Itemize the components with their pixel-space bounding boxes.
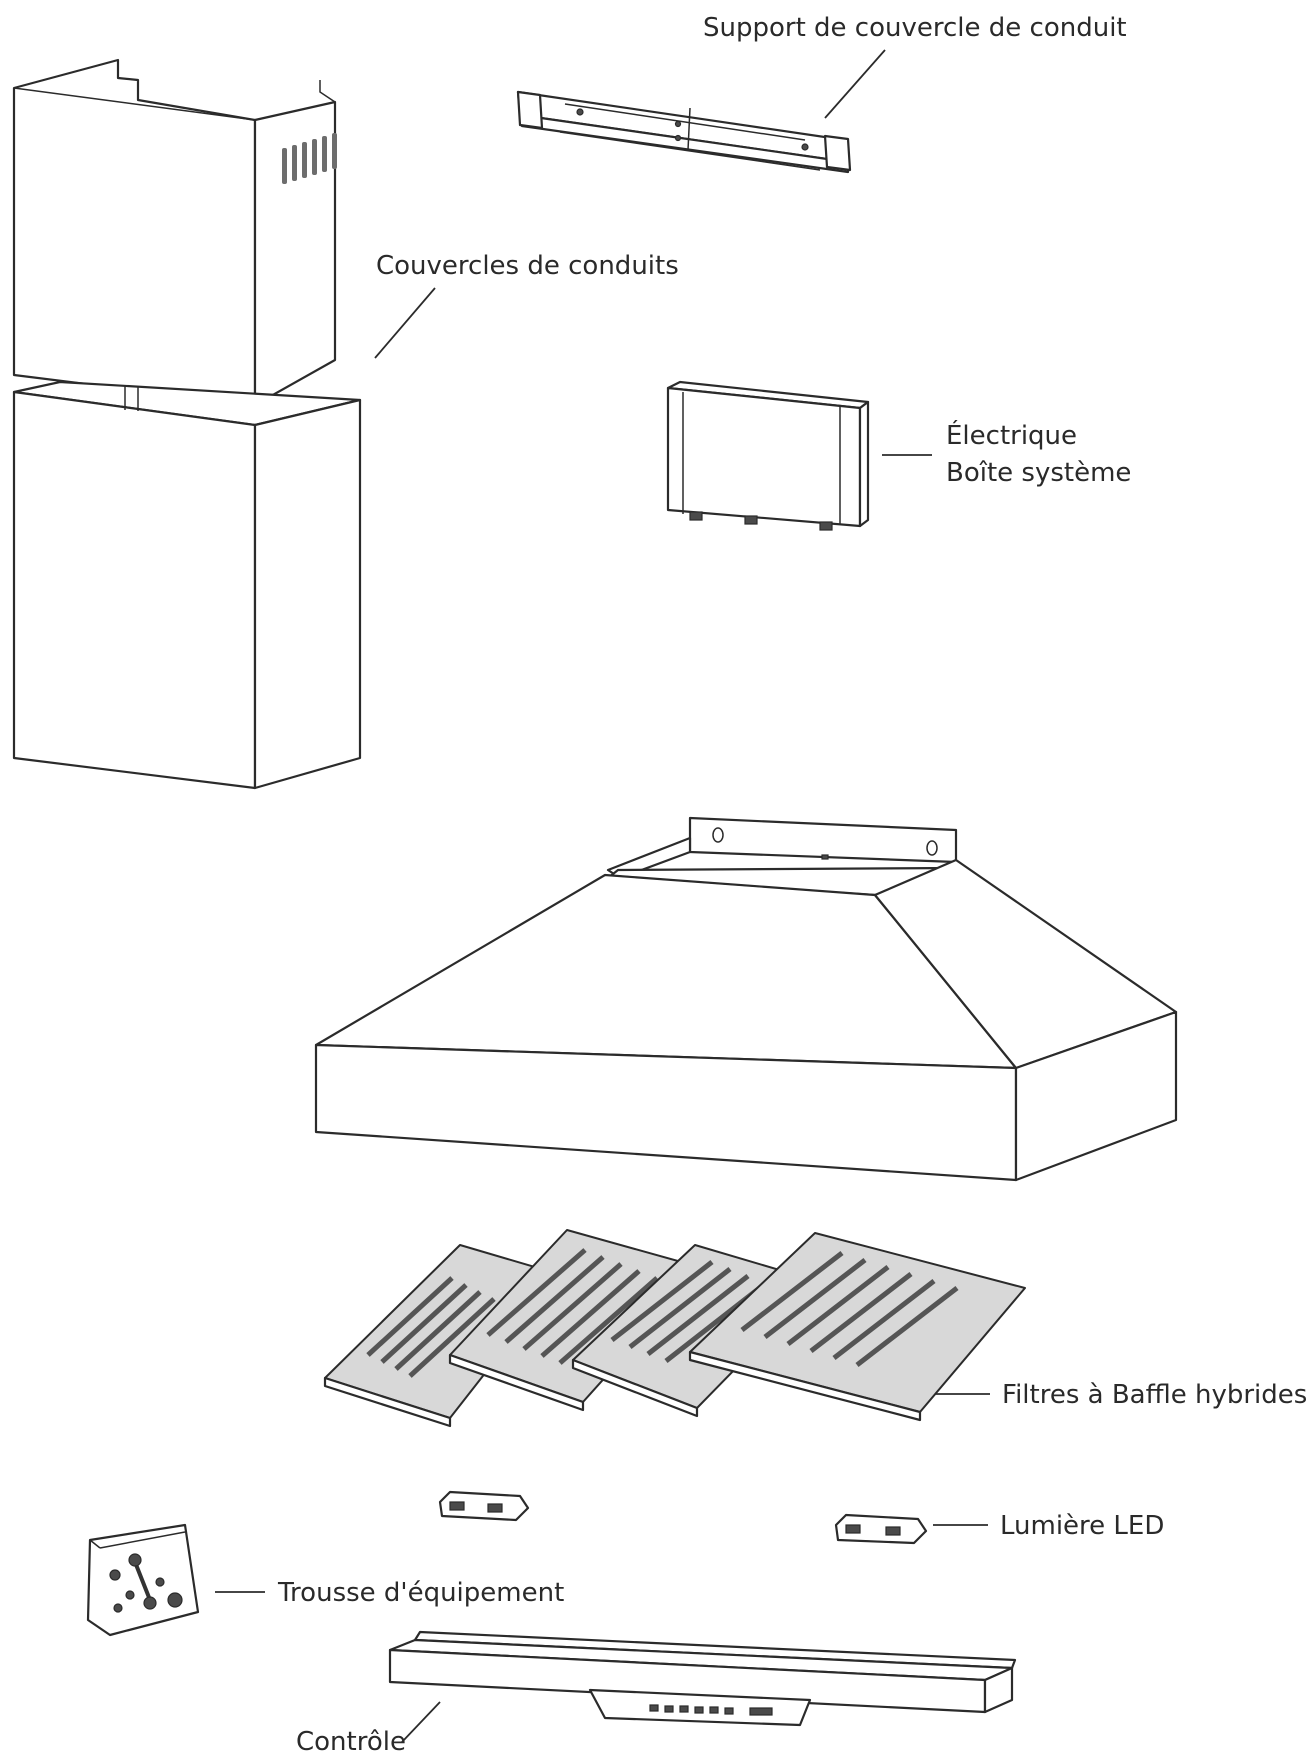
electrical-box	[666, 380, 870, 531]
duct-covers-label: Couvercles de conduits	[376, 251, 679, 281]
baffle-filter-4	[688, 1232, 1026, 1422]
baffle-filters-label: Filtres à Baffle hybrides	[1002, 1380, 1306, 1410]
duct-cover-bracket	[516, 90, 852, 174]
hardware-kit-label: Trousse d'équipement	[277, 1578, 564, 1608]
led-light-2	[834, 1513, 928, 1545]
upper-duct-cover	[12, 58, 337, 407]
electrical-box-label-line2: Boîte système	[946, 458, 1131, 488]
range-hood	[314, 816, 1178, 1182]
control-label: Contrôle	[296, 1727, 406, 1757]
led-light-1	[438, 1490, 530, 1522]
hardware-kit	[86, 1523, 200, 1637]
led-light-label: Lumière LED	[1000, 1511, 1164, 1541]
control-leader	[401, 1701, 441, 1743]
lower-duct-cover	[12, 380, 362, 790]
duct-cover-bracket-leader	[824, 49, 886, 119]
baffle-filter-1	[323, 1244, 563, 1428]
duct-covers-leader	[374, 287, 436, 359]
electrical-box-label-line1: Électrique	[946, 419, 1077, 451]
control-panel	[388, 1630, 1017, 1727]
duct-cover-bracket-label: Support de couvercle de conduit	[703, 13, 1127, 43]
